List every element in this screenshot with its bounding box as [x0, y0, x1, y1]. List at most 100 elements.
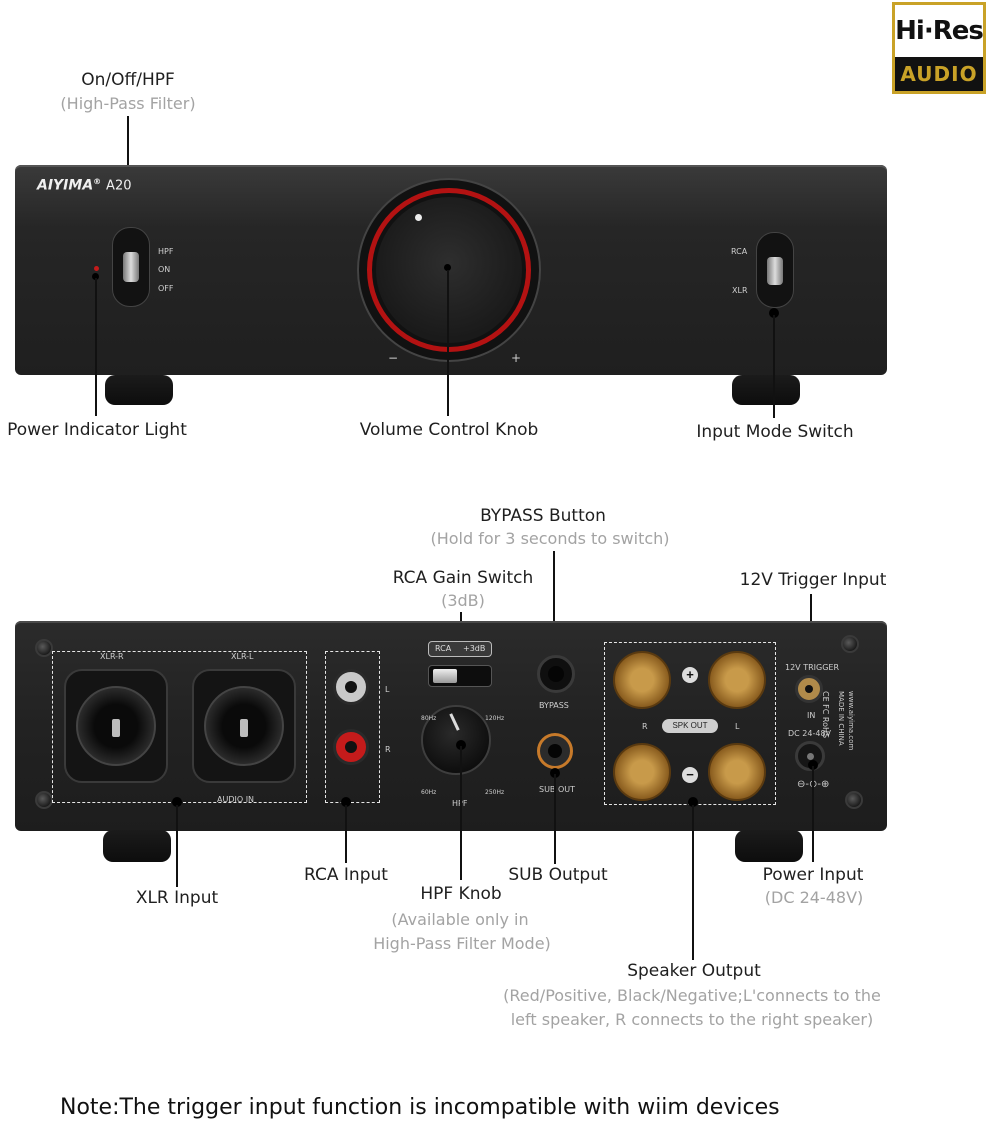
- volume-knob-ring: [367, 188, 531, 352]
- hpf-mark-80: 80Hz: [421, 715, 437, 722]
- hpf-knob-dot: [456, 740, 466, 750]
- xlr-l-jack[interactable]: [192, 669, 296, 783]
- onoff-label: On/Off/HPF: [81, 70, 175, 90]
- input-mode-dot: [769, 308, 779, 318]
- power-input-dot: [808, 760, 818, 770]
- switch-on: ON: [158, 265, 171, 274]
- rear-screw: [35, 791, 53, 809]
- xlr-r-jack[interactable]: [64, 669, 168, 783]
- speaker-output-dot: [688, 797, 698, 807]
- volume-leader: [447, 270, 449, 416]
- volume-minus: −: [388, 351, 399, 365]
- speaker-r-label: R: [642, 722, 648, 731]
- sub-out-jack[interactable]: [537, 733, 573, 769]
- rear-screw: [845, 791, 863, 809]
- sub-output-dot: [550, 768, 560, 778]
- speaker-terminal-r-pos[interactable]: [613, 651, 671, 709]
- rca-r-label: R: [385, 745, 391, 754]
- trigger-in-label: IN: [807, 711, 816, 720]
- rca-gain-label: RCA Gain Switch: [392, 568, 534, 588]
- bypass-label: BYPASS Button: [480, 506, 606, 526]
- power-light-leader: [95, 278, 97, 416]
- speaker-output-sublabel-2: left speaker, R connects to the right sp…: [510, 1010, 874, 1029]
- rear-foot-right: [735, 830, 803, 862]
- rca-l-jack[interactable]: [333, 669, 369, 705]
- hpf-label: HPF: [452, 799, 467, 808]
- bypass-sublabel: (Hold for 3 seconds to switch): [430, 529, 670, 548]
- rca-gain-tag: RCA +3dB: [428, 641, 492, 657]
- power-input-label: Power Input: [762, 865, 864, 885]
- front-panel: AIYIMA® A20 HPF ON OFF − + RCA XLR: [15, 165, 887, 375]
- xlr-l-label: XLR-L: [231, 652, 254, 661]
- input-mode-switch[interactable]: [756, 232, 794, 308]
- rear-foot-left: [103, 830, 171, 862]
- volume-plus: +: [511, 351, 522, 365]
- audio-in-label: AUDIO IN: [217, 795, 255, 804]
- sub-output-leader: [554, 774, 556, 864]
- xlr-r-label: XLR-R: [100, 652, 124, 661]
- hpf-knob-sublabel-1: (Available only in: [391, 910, 529, 929]
- trigger-label: 12V Trigger Input: [739, 570, 887, 590]
- power-light-label: Power Indicator Light: [7, 420, 187, 440]
- volume-indicator-dot: [415, 214, 422, 221]
- hpf-mark-250: 250Hz: [485, 789, 505, 796]
- rca-l-label: L: [385, 685, 390, 694]
- note-text: Note:The trigger input function is incom…: [60, 1095, 780, 1120]
- switch-hpf: HPF: [158, 247, 174, 256]
- rca-gain-rca: RCA: [435, 644, 452, 653]
- bypass-button[interactable]: [537, 655, 575, 693]
- spk-out-tag: SPK OUT: [662, 719, 718, 733]
- rca-input-leader: [345, 805, 347, 863]
- bypass-panel-label: BYPASS: [539, 701, 569, 710]
- rca-input-label: RCA Input: [304, 865, 388, 885]
- hpf-mark-60: 60Hz: [421, 789, 437, 796]
- speaker-minus-marker: −: [682, 767, 698, 783]
- volume-dot: [444, 264, 451, 271]
- volume-label: Volume Control Knob: [359, 420, 539, 440]
- input-mode-label: Input Mode Switch: [696, 422, 854, 442]
- made-in-china: MADE IN CHINA: [837, 691, 845, 746]
- bypass-leader: [553, 551, 555, 661]
- onoff-sublabel: (High-Pass Filter): [60, 94, 196, 113]
- rca-group-outline: [325, 651, 380, 803]
- rear-screw: [841, 635, 859, 653]
- front-brand-logo: AIYIMA® A20: [37, 177, 132, 194]
- rca-gain-sublabel: (3dB): [441, 591, 485, 610]
- switch-xlr: XLR: [732, 286, 748, 295]
- speaker-output-sublabel-1: (Red/Positive, Black/Negative;L'connects…: [503, 986, 881, 1005]
- trigger-panel-label: 12V TRIGGER: [785, 663, 840, 672]
- website: www.aiyima.com: [847, 691, 855, 751]
- speaker-terminal-r-neg[interactable]: [613, 743, 671, 801]
- speaker-output-leader: [692, 805, 694, 960]
- front-foot-right: [732, 375, 800, 405]
- speaker-terminal-l-pos[interactable]: [708, 651, 766, 709]
- dc-panel-label: DC 24-48V: [788, 729, 832, 738]
- power-input-leader: [812, 766, 814, 862]
- xlr-dot: [172, 797, 182, 807]
- front-foot-left: [105, 375, 173, 405]
- rca-gain-slide-switch[interactable]: [428, 665, 492, 687]
- speaker-output-label: Speaker Output: [627, 961, 761, 981]
- trigger-jack[interactable]: [795, 675, 823, 703]
- hpf-knob-leader: [460, 746, 462, 880]
- rca-input-dot: [341, 797, 351, 807]
- hi-res-badge: Hi·Res AUDIO: [892, 2, 986, 94]
- input-mode-leader: [773, 315, 775, 418]
- hpf-knob-sublabel-2: High-Pass Filter Mode): [373, 934, 551, 953]
- xlr-leader: [176, 805, 178, 887]
- speaker-plus-marker: +: [682, 667, 698, 683]
- speaker-l-label: L: [735, 722, 740, 731]
- rca-gain-3db: +3dB: [463, 644, 486, 653]
- power-toggle-switch[interactable]: [112, 227, 150, 307]
- power-led: [94, 266, 99, 271]
- hpf-knob-label: HPF Knob: [420, 884, 502, 904]
- hpf-knob[interactable]: [421, 705, 491, 775]
- speaker-terminal-l-neg[interactable]: [708, 743, 766, 801]
- hpf-mark-120: 120Hz: [485, 715, 505, 722]
- xlr-input-label: XLR Input: [135, 888, 219, 908]
- switch-off: OFF: [158, 284, 174, 293]
- rear-panel: XLR-R XLR-L AUDIO IN L R RCA +3dB 80Hz 1…: [15, 621, 887, 831]
- power-light-dot: [92, 273, 99, 280]
- rca-r-jack[interactable]: [333, 729, 369, 765]
- sub-output-label: SUB Output: [508, 865, 608, 885]
